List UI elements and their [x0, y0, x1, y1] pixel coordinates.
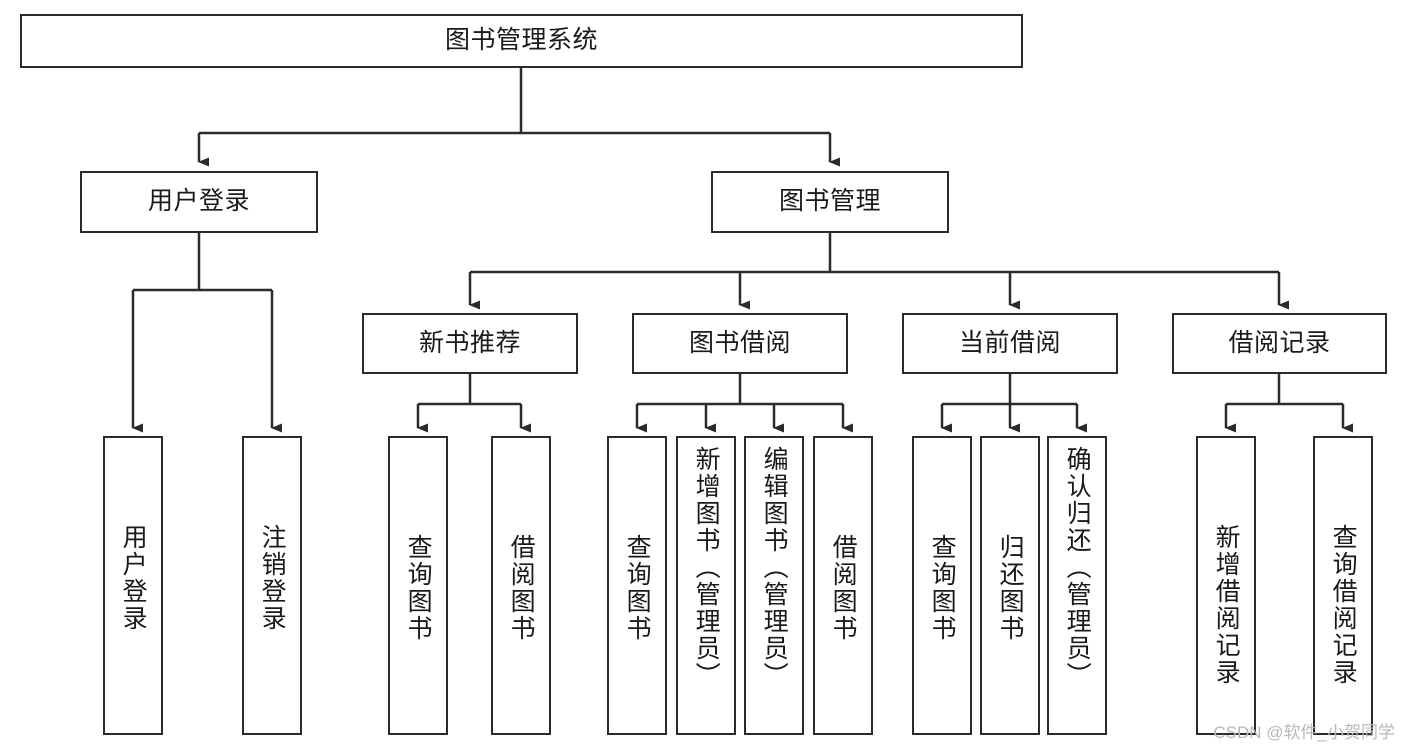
leaf-borrow-book[interactable]: 借阅图书: [813, 436, 873, 735]
leaf-query-borrow-record[interactable]: 查询借阅记录: [1313, 436, 1373, 735]
csdn-watermark: CSDN @软件_小贺同学: [1213, 723, 1395, 742]
node-label: 新书推荐: [418, 328, 521, 357]
node-root-book-management-system[interactable]: 图书管理系统: [20, 14, 1023, 68]
node-label: 图书管理系统: [444, 26, 598, 55]
node-label: 用户登录: [147, 187, 250, 216]
node-user-login[interactable]: 用户登录: [80, 171, 318, 233]
node-label: 借阅图书: [507, 534, 536, 642]
node-label: 查询图书: [928, 534, 957, 642]
leaf-query-book-current[interactable]: 查询图书: [912, 436, 972, 735]
leaf-logout-login[interactable]: 注销登录: [242, 436, 302, 735]
leaf-query-book-recommend[interactable]: 查询图书: [388, 436, 448, 735]
node-label: 新增图书（管理员）: [692, 446, 721, 689]
node-label: 新增借阅记录: [1212, 524, 1241, 686]
node-label: 查询借阅记录: [1329, 524, 1358, 686]
node-label: 归还图书: [996, 534, 1025, 642]
leaf-add-book-admin[interactable]: 新增图书（管理员）: [676, 436, 736, 735]
leaf-borrow-book-recommend[interactable]: 借阅图书: [491, 436, 551, 735]
node-label: 注销登录: [258, 524, 287, 632]
node-label: 编辑图书（管理员）: [760, 446, 789, 689]
node-borrow-record[interactable]: 借阅记录: [1172, 313, 1387, 374]
node-label: 查询图书: [623, 534, 652, 642]
node-label: 图书管理: [778, 187, 881, 216]
leaf-return-book[interactable]: 归还图书: [980, 436, 1040, 735]
node-new-book-recommend[interactable]: 新书推荐: [362, 313, 578, 374]
node-label: 当前借阅: [958, 328, 1061, 357]
node-book-management[interactable]: 图书管理: [711, 171, 949, 233]
leaf-edit-book-admin[interactable]: 编辑图书（管理员）: [744, 436, 804, 735]
leaf-confirm-return-admin[interactable]: 确认归还（管理员）: [1047, 436, 1107, 735]
node-book-borrow[interactable]: 图书借阅: [632, 313, 848, 374]
leaf-query-book-borrow[interactable]: 查询图书: [607, 436, 667, 735]
node-current-borrow[interactable]: 当前借阅: [902, 313, 1118, 374]
leaf-add-borrow-record[interactable]: 新增借阅记录: [1196, 436, 1256, 735]
node-label: 借阅记录: [1228, 328, 1331, 357]
node-label: 图书借阅: [688, 328, 791, 357]
node-label: 查询图书: [404, 534, 433, 642]
node-label: 借阅图书: [829, 534, 858, 642]
leaf-user-login[interactable]: 用户登录: [103, 436, 163, 735]
node-label: 确认归还（管理员）: [1063, 446, 1092, 689]
node-label: 用户登录: [119, 524, 148, 632]
